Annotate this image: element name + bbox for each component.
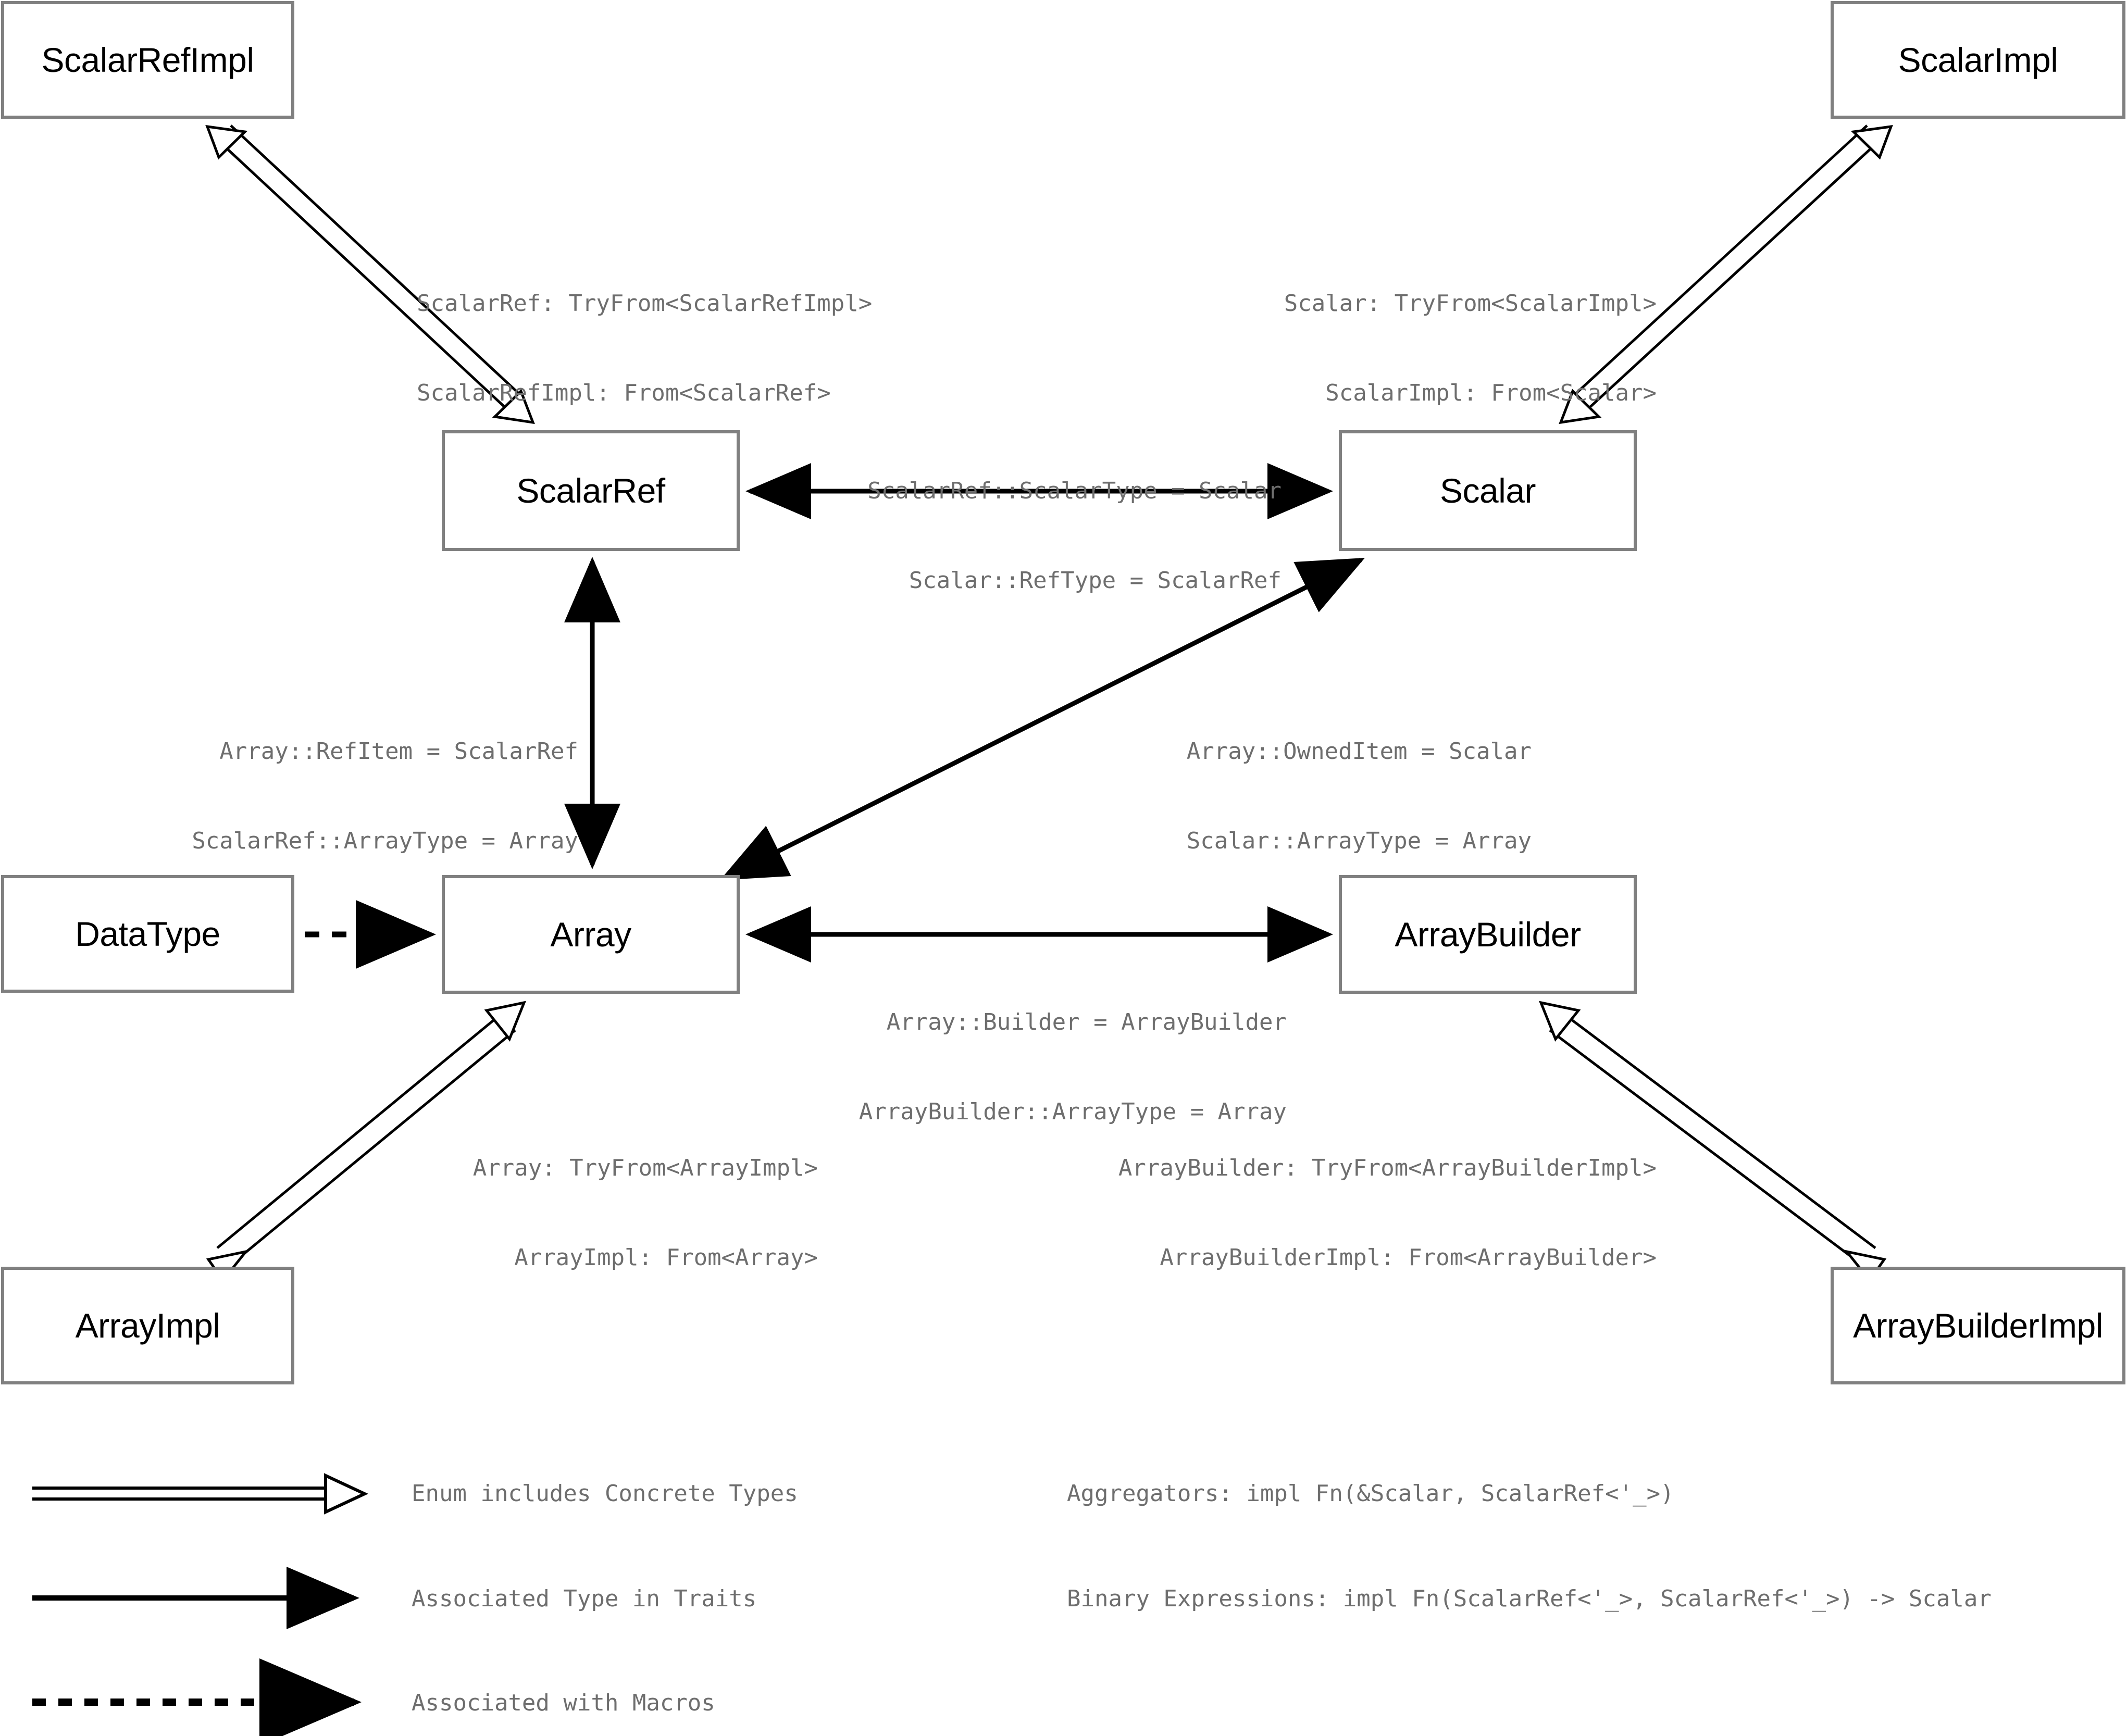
edge-label-line: Scalar: TryFrom<ScalarImpl> — [1284, 290, 1657, 317]
edge-label-line: Scalar::ArrayType = Array — [1186, 827, 1532, 854]
node-scalar-ref[interactable]: ScalarRef — [442, 430, 740, 551]
node-array-builder[interactable]: ArrayBuilder — [1339, 875, 1637, 994]
node-label: ScalarRef — [516, 471, 665, 510]
node-label: ScalarRefImpl — [41, 41, 254, 79]
edge-label-line: ScalarRef: TryFrom<ScalarRefImpl> — [417, 290, 873, 317]
legend-note-aggregators: Aggregators: impl Fn(&Scalar, ScalarRef<… — [1067, 1480, 1674, 1507]
edge-label-scalar-impl-relation: Scalar: TryFrom<ScalarImpl> ScalarImpl: … — [1219, 229, 1657, 468]
edge-label-line: ScalarRef::ScalarType = Scalar — [867, 478, 1282, 505]
node-scalar[interactable]: Scalar — [1339, 430, 1637, 551]
edge-label-line: Array::Builder = ArrayBuilder — [886, 1009, 1287, 1036]
node-scalar-impl[interactable]: ScalarImpl — [1831, 1, 2125, 119]
edge-label-line: Array: TryFrom<ArrayImpl> — [472, 1155, 818, 1182]
node-label: DataType — [75, 915, 220, 953]
node-label: ArrayBuilderImpl — [1853, 1306, 2103, 1345]
node-label: ArrayBuilder — [1395, 915, 1581, 954]
edge-label-array-impl-relation: Array: TryFrom<ArrayImpl> ArrayImpl: Fro… — [417, 1094, 818, 1332]
edge-label-line: ArrayBuilderImpl: From<ArrayBuilder> — [1160, 1244, 1657, 1271]
edge-label-line: Array::RefItem = ScalarRef — [219, 738, 578, 765]
edge-label-line: ScalarImpl: From<Scalar> — [1325, 379, 1657, 406]
node-label: Array — [550, 915, 631, 954]
edge-label-array-builder-impl-relation: ArrayBuilder: TryFrom<ArrayBuilderImpl> … — [1037, 1094, 1657, 1332]
edge-label-line: ScalarRef::ArrayType = Array — [192, 827, 578, 854]
edge-label-scalar-ref-scalar-relation: ScalarRef::ScalarType = Scalar Scalar::R… — [797, 417, 1282, 655]
legend-label-associated-type: Associated Type in Traits — [412, 1585, 757, 1612]
edge-label-scalar-ref-impl-relation: ScalarRef: TryFrom<ScalarRefImpl> Scalar… — [417, 229, 872, 468]
edge-label-array-builder-relation: Array::Builder = ArrayBuilder ArrayBuild… — [787, 948, 1287, 1187]
edge-label-line: ArrayImpl: From<Array> — [514, 1244, 818, 1271]
node-array[interactable]: Array — [442, 875, 740, 994]
legend-label-enum-includes: Enum includes Concrete Types — [412, 1480, 798, 1507]
edge-label-array-owned-item-relation: Array::OwnedItem = Scalar Scalar::ArrayT… — [1136, 677, 1532, 916]
node-scalar-ref-impl[interactable]: ScalarRefImpl — [1, 1, 294, 119]
edge-scalar-impl — [1559, 124, 1893, 424]
edge-array-impl — [206, 1001, 527, 1283]
edge-label-array-ref-item-relation: Array::RefItem = ScalarRef ScalarRef::Ar… — [156, 677, 578, 916]
node-array-impl[interactable]: ArrayImpl — [1, 1267, 294, 1384]
edge-array-scalar — [719, 557, 1365, 881]
edge-label-line: ArrayBuilder: TryFrom<ArrayBuilderImpl> — [1118, 1155, 1657, 1182]
node-label: Scalar — [1439, 471, 1536, 510]
edge-array-builder-impl — [1538, 1001, 1887, 1283]
edge-label-line: Array::OwnedItem = Scalar — [1186, 738, 1532, 765]
node-data-type[interactable]: DataType — [1, 875, 294, 993]
edge-label-line: Scalar::RefType = ScalarRef — [909, 567, 1282, 594]
node-array-builder-impl[interactable]: ArrayBuilderImpl — [1831, 1267, 2125, 1384]
node-label: ScalarImpl — [1898, 41, 2058, 79]
legend-marker-enum-includes-icon — [32, 1473, 369, 1515]
legend-note-binary-expressions: Binary Expressions: impl Fn(ScalarRef<'_… — [1067, 1585, 1992, 1612]
node-label: ArrayImpl — [75, 1306, 220, 1345]
edge-label-line: ArrayBuilder::ArrayType = Array — [859, 1098, 1287, 1125]
edge-scalar-ref-impl — [205, 124, 535, 424]
legend-label-associated-macro: Associated with Macros — [412, 1690, 715, 1716]
edge-label-line: ScalarRefImpl: From<ScalarRef> — [417, 379, 831, 406]
